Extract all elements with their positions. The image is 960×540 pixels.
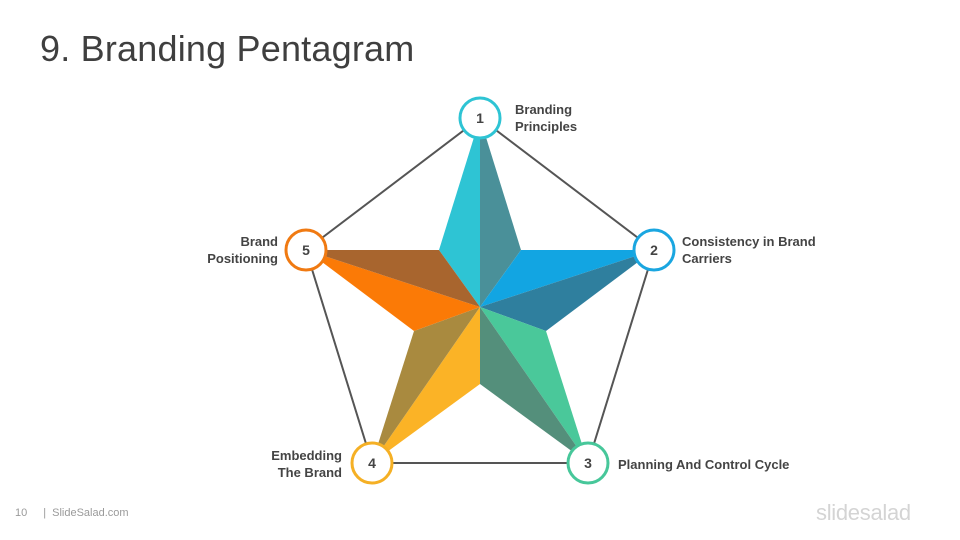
point-number-3: 3: [584, 455, 592, 471]
point-circle-2: 2: [632, 228, 676, 272]
footer: 10 | SlideSalad.com: [15, 507, 129, 519]
page-number: 10: [15, 507, 28, 519]
footer-site: SlideSalad.com: [52, 507, 129, 519]
point-label-2-line2: Carriers: [682, 251, 732, 266]
point-label-2: Consistency in Brand Carriers: [682, 233, 816, 267]
point-label-3: Planning And Control Cycle: [618, 456, 789, 473]
point-label-3-line1: Planning And Control Cycle: [618, 457, 790, 472]
footer-separator: |: [43, 507, 47, 519]
point-number-2: 2: [650, 242, 658, 258]
page-title: 9. Branding Pentagram: [40, 28, 415, 69]
point-label-1-line1: Branding: [515, 102, 573, 117]
star-arm-3-left: [480, 307, 588, 463]
star-arm-5-top: [306, 250, 480, 307]
point-label-4: Embedding The Brand: [271, 447, 342, 481]
star-arm-1-right: [480, 118, 521, 307]
point-number-4: 4: [368, 455, 376, 471]
point-circle-3: 3: [566, 441, 610, 485]
point-label-1: Branding Principles: [515, 101, 577, 135]
star-arm-2-bottom: [480, 250, 654, 331]
brand-logo: slidesalad: [816, 500, 911, 525]
point-number-1: 1: [476, 110, 484, 126]
point-circle-5: 5: [284, 228, 328, 272]
star-arm-5-bottom: [306, 250, 480, 331]
point-circle-1: 1: [458, 96, 502, 140]
point-number-5: 5: [302, 242, 310, 258]
star-arm-1-left: [439, 118, 480, 307]
point-label-5-line2: Positioning: [207, 251, 278, 266]
point-label-5: Brand Positioning: [207, 233, 278, 267]
star-arm-4-left: [372, 307, 480, 463]
point-circle-4: 4: [350, 441, 394, 485]
pentagon-outline: [304, 116, 656, 464]
point-label-2-line1: Consistency in Brand: [682, 234, 816, 249]
point-label-1-line2: Principles: [515, 119, 578, 134]
point-label-5-line1: Brand: [240, 234, 278, 249]
point-label-4-line1: Embedding: [271, 448, 342, 463]
point-label-4-line2: The Brand: [277, 465, 342, 480]
